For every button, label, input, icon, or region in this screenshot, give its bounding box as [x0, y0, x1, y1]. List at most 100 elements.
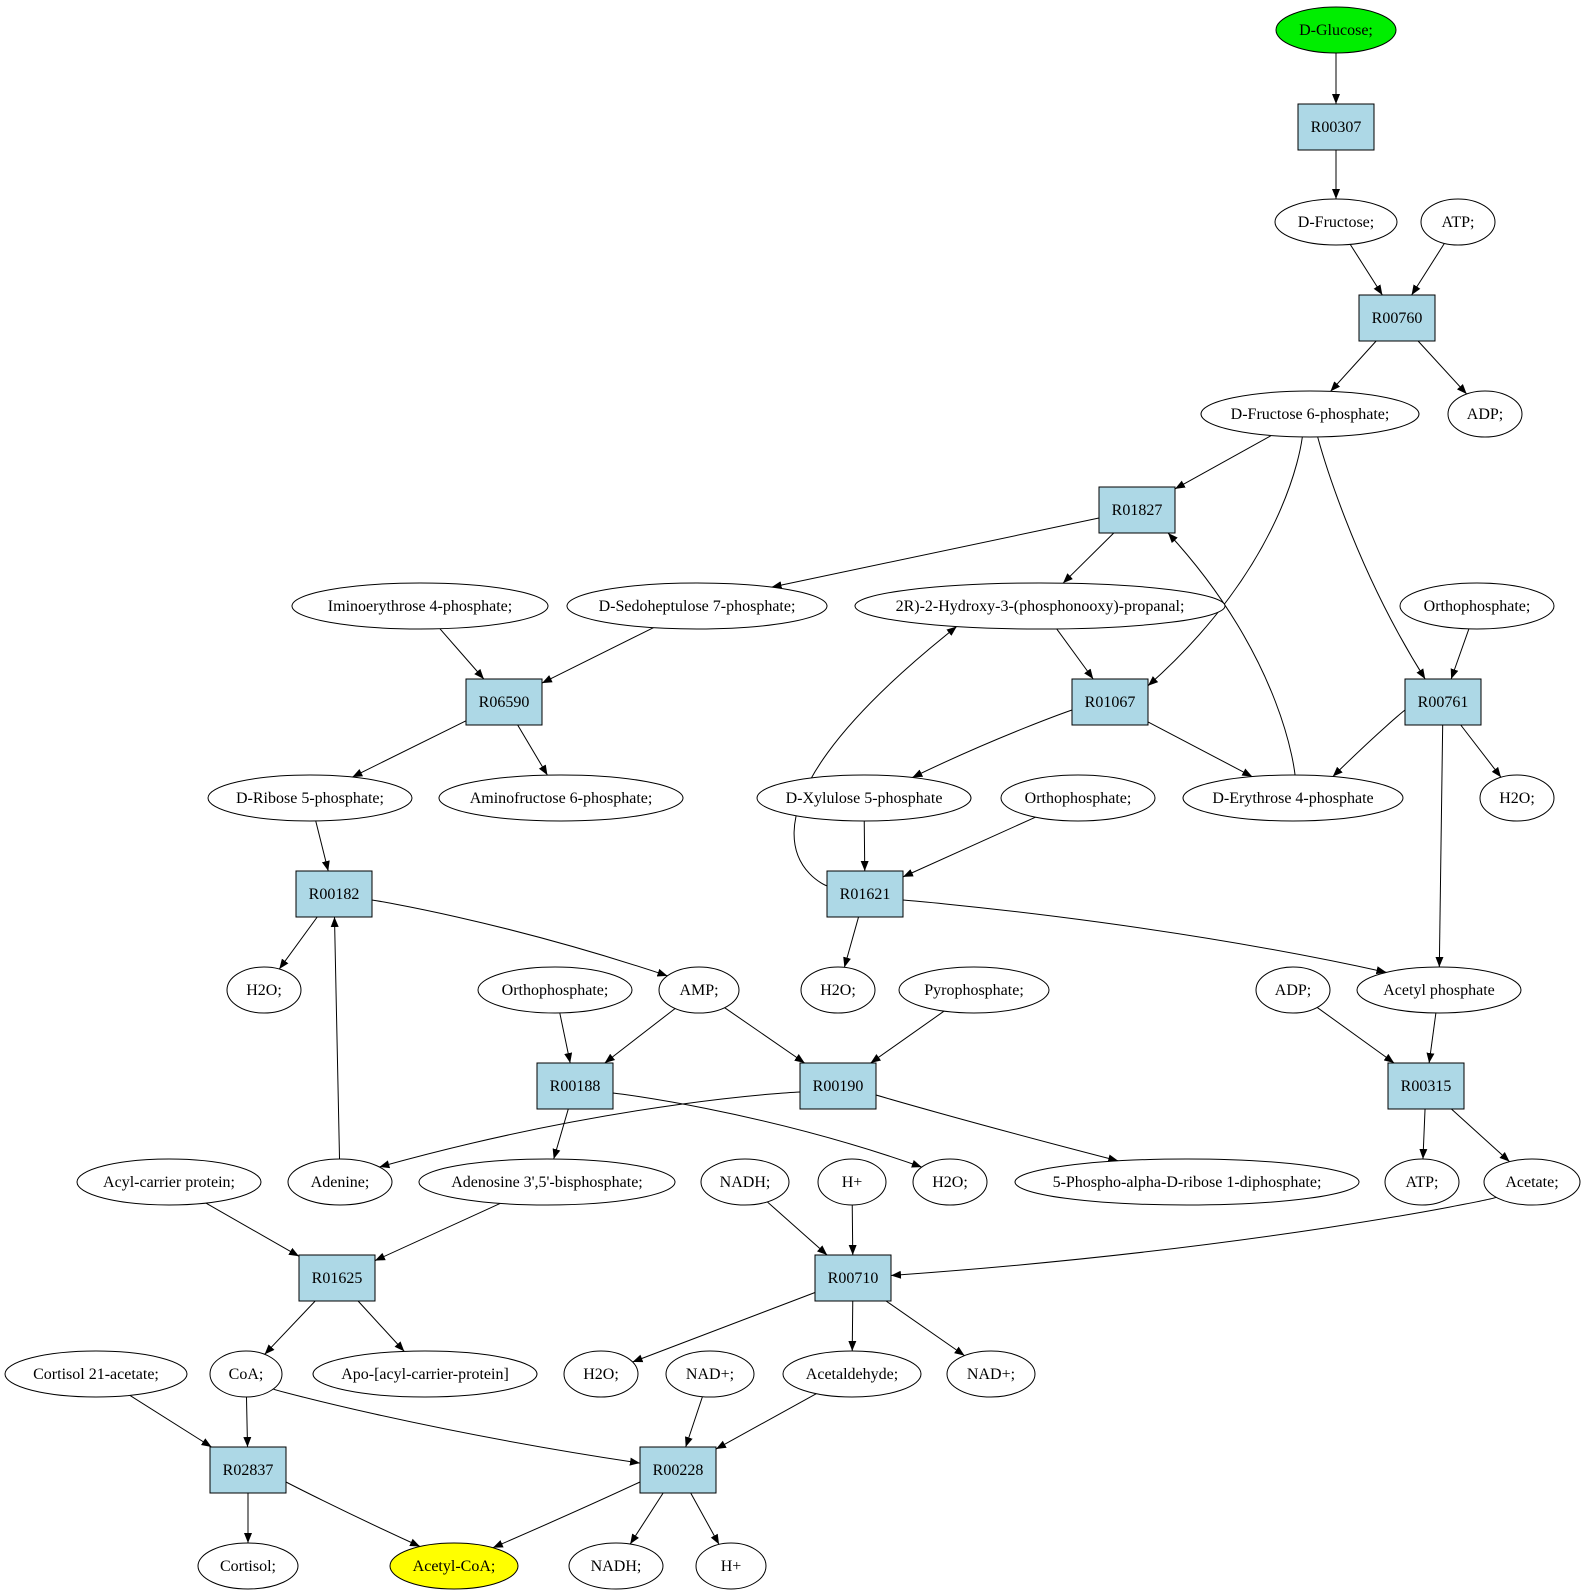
edge-acp_p-to-r00315	[1426, 1012, 1437, 1064]
edge-r01621-to-h2o3	[843, 916, 860, 968]
compound-node-g3p[interactable]: 2R)-2-Hydroxy-3-(phosphonooxy)-propanal;	[854, 582, 1226, 630]
compound-label: Pyrophosphate;	[924, 982, 1024, 999]
compound-node-h2o5[interactable]: H2O;	[563, 1350, 639, 1398]
reaction-label: R00188	[550, 1078, 601, 1095]
reaction-box	[209, 1446, 287, 1494]
edge-atp1-to-r00760	[1411, 243, 1445, 296]
edge-r00315-to-atp2	[1419, 1108, 1428, 1160]
compound-ellipse	[438, 774, 684, 822]
compound-node-fructose[interactable]: D-Fructose;	[1274, 198, 1398, 246]
compound-ellipse	[1274, 198, 1398, 246]
compound-ellipse	[695, 1542, 767, 1590]
reaction-node-r00761[interactable]: R00761	[1404, 678, 1482, 726]
reaction-node-r00190[interactable]: R00190	[799, 1062, 877, 1110]
compound-node-acylcarrier[interactable]: Acyl-carrier protein;	[76, 1158, 262, 1206]
edge-r01067-to-e4p	[1147, 721, 1253, 778]
compound-node-ppi[interactable]: Pyrophosphate;	[898, 966, 1050, 1014]
compound-node-adp2[interactable]: ADP;	[1255, 966, 1331, 1014]
compound-node-acetaldehyde[interactable]: Acetaldehyde;	[782, 1350, 922, 1398]
compound-label: Cortisol;	[220, 1558, 276, 1575]
reaction-box	[295, 870, 373, 918]
reaction-label: R02837	[223, 1462, 274, 1479]
edge-f6p-to-r01067	[1147, 436, 1303, 687]
compound-node-s7p[interactable]: D-Sedoheptulose 7-phosphate;	[566, 582, 828, 630]
compound-node-acetate[interactable]: Acetate;	[1483, 1158, 1581, 1206]
reaction-node-r00307[interactable]: R00307	[1297, 103, 1375, 151]
compound-ellipse	[312, 1350, 538, 1398]
reaction-node-r01067[interactable]: R01067	[1071, 678, 1149, 726]
reaction-box	[1358, 294, 1436, 342]
compound-node-glucose[interactable]: D-Glucose;	[1275, 6, 1397, 54]
reaction-node-r01827[interactable]: R01827	[1098, 486, 1176, 534]
compound-node-amp[interactable]: AMP;	[658, 966, 740, 1014]
compound-node-atp1[interactable]: ATP;	[1420, 198, 1496, 246]
reaction-box	[536, 1062, 614, 1110]
edge-acylcarrier-to-r01625	[205, 1202, 300, 1257]
compound-node-h2o3[interactable]: H2O;	[800, 966, 876, 1014]
compound-label: Aminofructose 6-phosphate;	[470, 790, 653, 807]
compound-node-atp2[interactable]: ATP;	[1384, 1158, 1460, 1206]
reaction-node-r00760[interactable]: R00760	[1358, 294, 1436, 342]
reaction-node-r00188[interactable]: R00188	[536, 1062, 614, 1110]
reaction-node-r01625[interactable]: R01625	[298, 1254, 376, 1302]
compound-node-hplus2[interactable]: H+	[695, 1542, 767, 1590]
reaction-node-r02837[interactable]: R02837	[209, 1446, 287, 1494]
compound-node-pi2[interactable]: Orthophosphate;	[1000, 774, 1156, 822]
compound-ellipse	[1483, 1158, 1581, 1206]
compound-node-pi1[interactable]: Orthophosphate;	[1399, 582, 1555, 630]
compound-node-adp1[interactable]: ADP;	[1447, 390, 1523, 438]
compound-node-nadplus2[interactable]: NAD+;	[946, 1350, 1036, 1398]
compound-node-nadh1[interactable]: NADH;	[700, 1158, 790, 1206]
compound-node-h2o1[interactable]: H2O;	[226, 966, 302, 1014]
compound-ellipse	[76, 1158, 262, 1206]
compound-node-h2o2[interactable]: H2O;	[1479, 774, 1555, 822]
compound-ellipse	[912, 1158, 988, 1206]
compound-node-r5p[interactable]: D-Ribose 5-phosphate;	[207, 774, 413, 822]
compound-node-adenine[interactable]: Adenine;	[287, 1158, 393, 1206]
compound-node-cortacetate[interactable]: Cortisol 21-acetate;	[4, 1350, 188, 1398]
edge-pi2-to-r01621	[902, 816, 1036, 878]
compound-ellipse	[1479, 774, 1555, 822]
compound-node-hplus1[interactable]: H+	[817, 1158, 887, 1206]
reaction-node-r00228[interactable]: R00228	[639, 1446, 717, 1494]
compound-node-nadplus1[interactable]: NAD+;	[665, 1350, 755, 1398]
compound-label: ADP;	[1467, 406, 1503, 423]
edge-r00182-to-h2o1	[278, 916, 318, 970]
compound-ellipse	[700, 1158, 790, 1206]
reaction-box	[799, 1062, 877, 1110]
compound-node-nadh2[interactable]: NADH;	[568, 1542, 664, 1590]
edge-r00182-to-amp	[371, 899, 668, 977]
compound-node-apoacp[interactable]: Apo-[acyl-carrier-protein]	[312, 1350, 538, 1398]
reaction-label: R00761	[1418, 694, 1469, 711]
compound-label: H2O;	[932, 1174, 968, 1191]
reaction-box	[298, 1254, 376, 1302]
compound-node-pap[interactable]: Adenosine 3',5'-bisphosphate;	[418, 1158, 676, 1206]
compound-ellipse	[209, 1350, 283, 1398]
compound-node-coa[interactable]: CoA;	[209, 1350, 283, 1398]
reaction-node-r00182[interactable]: R00182	[295, 870, 373, 918]
compound-node-e4p[interactable]: D-Erythrose 4-phosphate	[1182, 774, 1404, 822]
edge-e4p-to-r01827	[1167, 532, 1296, 776]
edge-amp-to-r00190	[724, 1007, 805, 1064]
compound-node-acp_p[interactable]: Acetyl phosphate	[1356, 966, 1522, 1014]
compound-label: D-Xylulose 5-phosphate	[786, 790, 943, 807]
compound-label: Adenine;	[311, 1174, 370, 1191]
compound-node-cortisol[interactable]: Cortisol;	[197, 1542, 299, 1590]
compound-node-h2o4[interactable]: H2O;	[912, 1158, 988, 1206]
compound-node-aminof6p[interactable]: Aminofructose 6-phosphate;	[438, 774, 684, 822]
compound-node-prpp[interactable]: 5-Phospho-alpha-D-ribose 1-diphosphate;	[1014, 1158, 1360, 1206]
reaction-node-r06590[interactable]: R06590	[465, 678, 543, 726]
reaction-node-r00315[interactable]: R00315	[1387, 1062, 1465, 1110]
compound-node-pi3[interactable]: Orthophosphate;	[477, 966, 633, 1014]
reaction-node-r00710[interactable]: R00710	[814, 1254, 892, 1302]
reaction-box	[1098, 486, 1176, 534]
compound-node-imino[interactable]: Iminoerythrose 4-phosphate;	[291, 582, 549, 630]
compound-label: D-Fructose;	[1298, 214, 1374, 231]
reaction-node-r01621[interactable]: R01621	[826, 870, 904, 918]
compound-node-f6p[interactable]: D-Fructose 6-phosphate;	[1200, 390, 1420, 438]
compound-node-acetylcoa[interactable]: Acetyl-CoA;	[389, 1542, 519, 1590]
edge-r01625-to-coa	[264, 1300, 316, 1355]
compound-node-x5p[interactable]: D-Xylulose 5-phosphate	[756, 774, 972, 822]
